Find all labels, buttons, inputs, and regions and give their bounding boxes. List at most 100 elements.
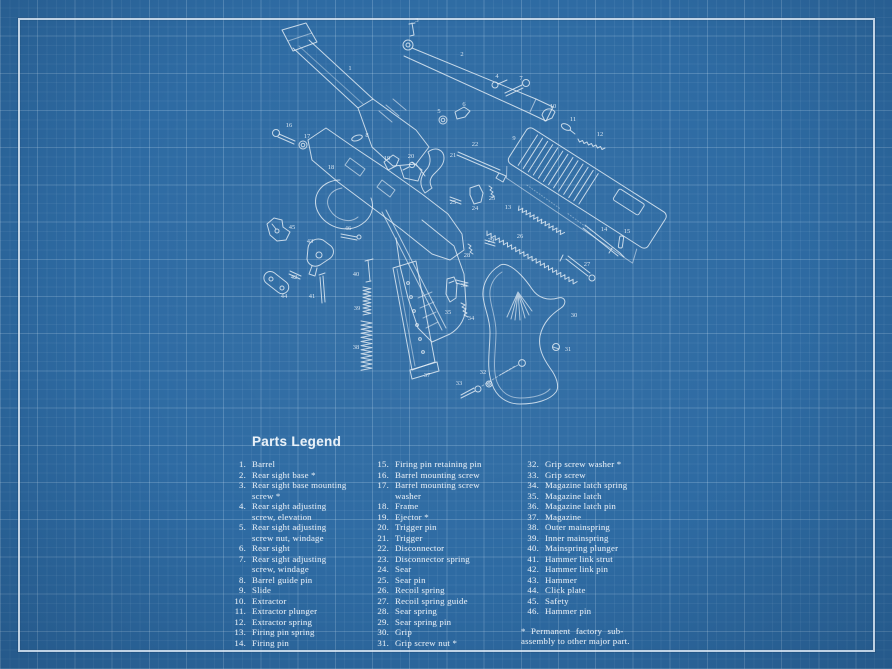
legend-item: 25.Sear pin bbox=[371, 575, 526, 586]
legend-item-text: Ejector * bbox=[395, 511, 429, 522]
legend-item-text: Barrel bbox=[252, 459, 276, 469]
legend-item: 29. Sear spring pin bbox=[371, 617, 526, 628]
legend-item-text: Magazine bbox=[545, 511, 582, 522]
part-number-label: 21 bbox=[450, 152, 457, 159]
legend-item: 23.Disconnector spring bbox=[371, 554, 526, 565]
part-number-label: 10 bbox=[550, 103, 557, 110]
legend-item-text: Rear sight bbox=[252, 543, 290, 553]
legend-item-text: Hammer link strut bbox=[545, 553, 613, 564]
legend-item: 28.Sear spring bbox=[371, 606, 526, 617]
legend-item-text: Trigger pin bbox=[395, 522, 437, 532]
legend-item: 22.Disconnector bbox=[371, 543, 526, 554]
legend-item-text: Grip screw nut * bbox=[395, 637, 458, 648]
part-number-label: 34 bbox=[468, 315, 475, 322]
legend-item-number: 6. bbox=[239, 543, 246, 553]
legend-item-number: 10. bbox=[234, 595, 246, 606]
legend-item: 39. Inner mainspring bbox=[521, 533, 699, 544]
legend-item-number: 20. bbox=[377, 522, 389, 532]
legend-item: 40. Mainspring plunger bbox=[521, 543, 699, 554]
legend-item-number: 39. bbox=[527, 532, 539, 543]
legend-item: 32.Grip screw washer * bbox=[521, 459, 699, 470]
part-number-label: 23 bbox=[489, 195, 496, 202]
part-number-label: 20 bbox=[408, 153, 415, 160]
legend-item-number: 21. bbox=[377, 532, 389, 543]
legend-item-number: 35. bbox=[527, 490, 539, 501]
part-number-label: 2 bbox=[460, 51, 463, 58]
sear-spring-drawing bbox=[467, 239, 496, 255]
legend-item-number: 38. bbox=[527, 522, 539, 532]
barrel-drawing bbox=[281, 22, 430, 182]
part-number-label: 18 bbox=[328, 164, 335, 171]
legend-item-text: Magazine latch spring bbox=[545, 480, 628, 490]
legend-footnote: * Permanent factory sub- assembly to oth… bbox=[521, 626, 699, 647]
legend-item-number: 8. bbox=[239, 574, 246, 585]
legend-item: 34.Magazine latch spring bbox=[521, 480, 699, 491]
legend-item-number: 16. bbox=[377, 469, 389, 480]
part-number-label: 28 bbox=[464, 252, 471, 259]
footnote-line-1: * Permanent factory sub- bbox=[521, 625, 624, 636]
frame-drawing bbox=[307, 127, 467, 343]
legend-item-text: Sear spring bbox=[395, 606, 438, 616]
legend-item-text: Trigger bbox=[395, 532, 423, 543]
legend-item-text: Recoil spring guide bbox=[395, 595, 468, 606]
legend-item-number: 40. bbox=[527, 543, 539, 553]
legend-item-number: 7. bbox=[239, 553, 246, 564]
legend-item-number: 4. bbox=[239, 501, 246, 511]
legend-item-text: Disconnector bbox=[395, 543, 445, 553]
legend-item-number: 33. bbox=[527, 469, 539, 480]
legend-item: 18.Frame bbox=[371, 501, 526, 512]
part-number-label: 40 bbox=[353, 271, 360, 278]
part-number-label: 4 bbox=[495, 73, 499, 80]
legend-item-number: 29. bbox=[377, 616, 389, 627]
legend-item-text: Safety bbox=[545, 595, 569, 606]
legend-item-number: 2. bbox=[239, 469, 246, 480]
magazine-latch-drawing bbox=[445, 276, 469, 318]
legend-item-text: Hammer pin bbox=[545, 606, 592, 616]
legend-item: 16.Barrel mounting screw bbox=[371, 470, 526, 481]
legend-item-number: 43. bbox=[527, 574, 539, 585]
part-number-label: 37 bbox=[424, 372, 431, 379]
part-number-label: 32 bbox=[480, 369, 487, 376]
part-number-label: 29 bbox=[488, 237, 495, 244]
legend-item-number: 26. bbox=[377, 585, 389, 595]
legend-item-text: Inner mainspring bbox=[545, 532, 609, 543]
legend-item: 37.Magazine bbox=[521, 512, 699, 523]
part-number-label: 38 bbox=[353, 344, 360, 351]
grip-drawing bbox=[460, 263, 566, 405]
legend-item: 27.Recoil spring guide bbox=[371, 596, 526, 607]
legend-item-number: 9. bbox=[239, 585, 246, 595]
legend-item: 45. Safety bbox=[521, 596, 699, 607]
legend-item-text: Sear spring pin bbox=[395, 616, 452, 627]
legend-item-text: Magazine latch pin bbox=[545, 501, 617, 511]
legend-item-text: Slide bbox=[252, 585, 272, 595]
part-number-label: 27 bbox=[584, 261, 591, 268]
legend-item-number: 42. bbox=[527, 564, 539, 574]
part-number-label: 12 bbox=[597, 131, 604, 138]
legend-item-text: Mainspring plunger bbox=[545, 543, 619, 553]
part-number-label: 33 bbox=[456, 380, 463, 387]
part-number-label: 13 bbox=[505, 204, 512, 211]
legend-item-text: Grip screw washer * bbox=[545, 459, 622, 469]
legend-item-number: 13. bbox=[234, 627, 246, 637]
legend-item: 11.Extractor plunger bbox=[228, 606, 376, 617]
legend-item-number: 45. bbox=[527, 595, 539, 606]
part-number-label: 14 bbox=[601, 226, 608, 233]
part-number-label: 39 bbox=[354, 305, 361, 312]
legend-item-number: 19. bbox=[377, 511, 389, 522]
legend-item-number: 25. bbox=[377, 574, 389, 585]
magazine-drawing bbox=[392, 260, 440, 380]
part-number-label: 31 bbox=[565, 346, 572, 353]
part-number-label: 22 bbox=[472, 141, 479, 148]
part-number-label: 46 bbox=[345, 225, 352, 232]
legend-item: 31.Grip screw nut * bbox=[371, 638, 526, 649]
legend-item-number: 15. bbox=[377, 459, 389, 469]
part-number-label: 43 bbox=[307, 238, 314, 245]
legend-item-text: Hammer link pin bbox=[545, 564, 609, 574]
